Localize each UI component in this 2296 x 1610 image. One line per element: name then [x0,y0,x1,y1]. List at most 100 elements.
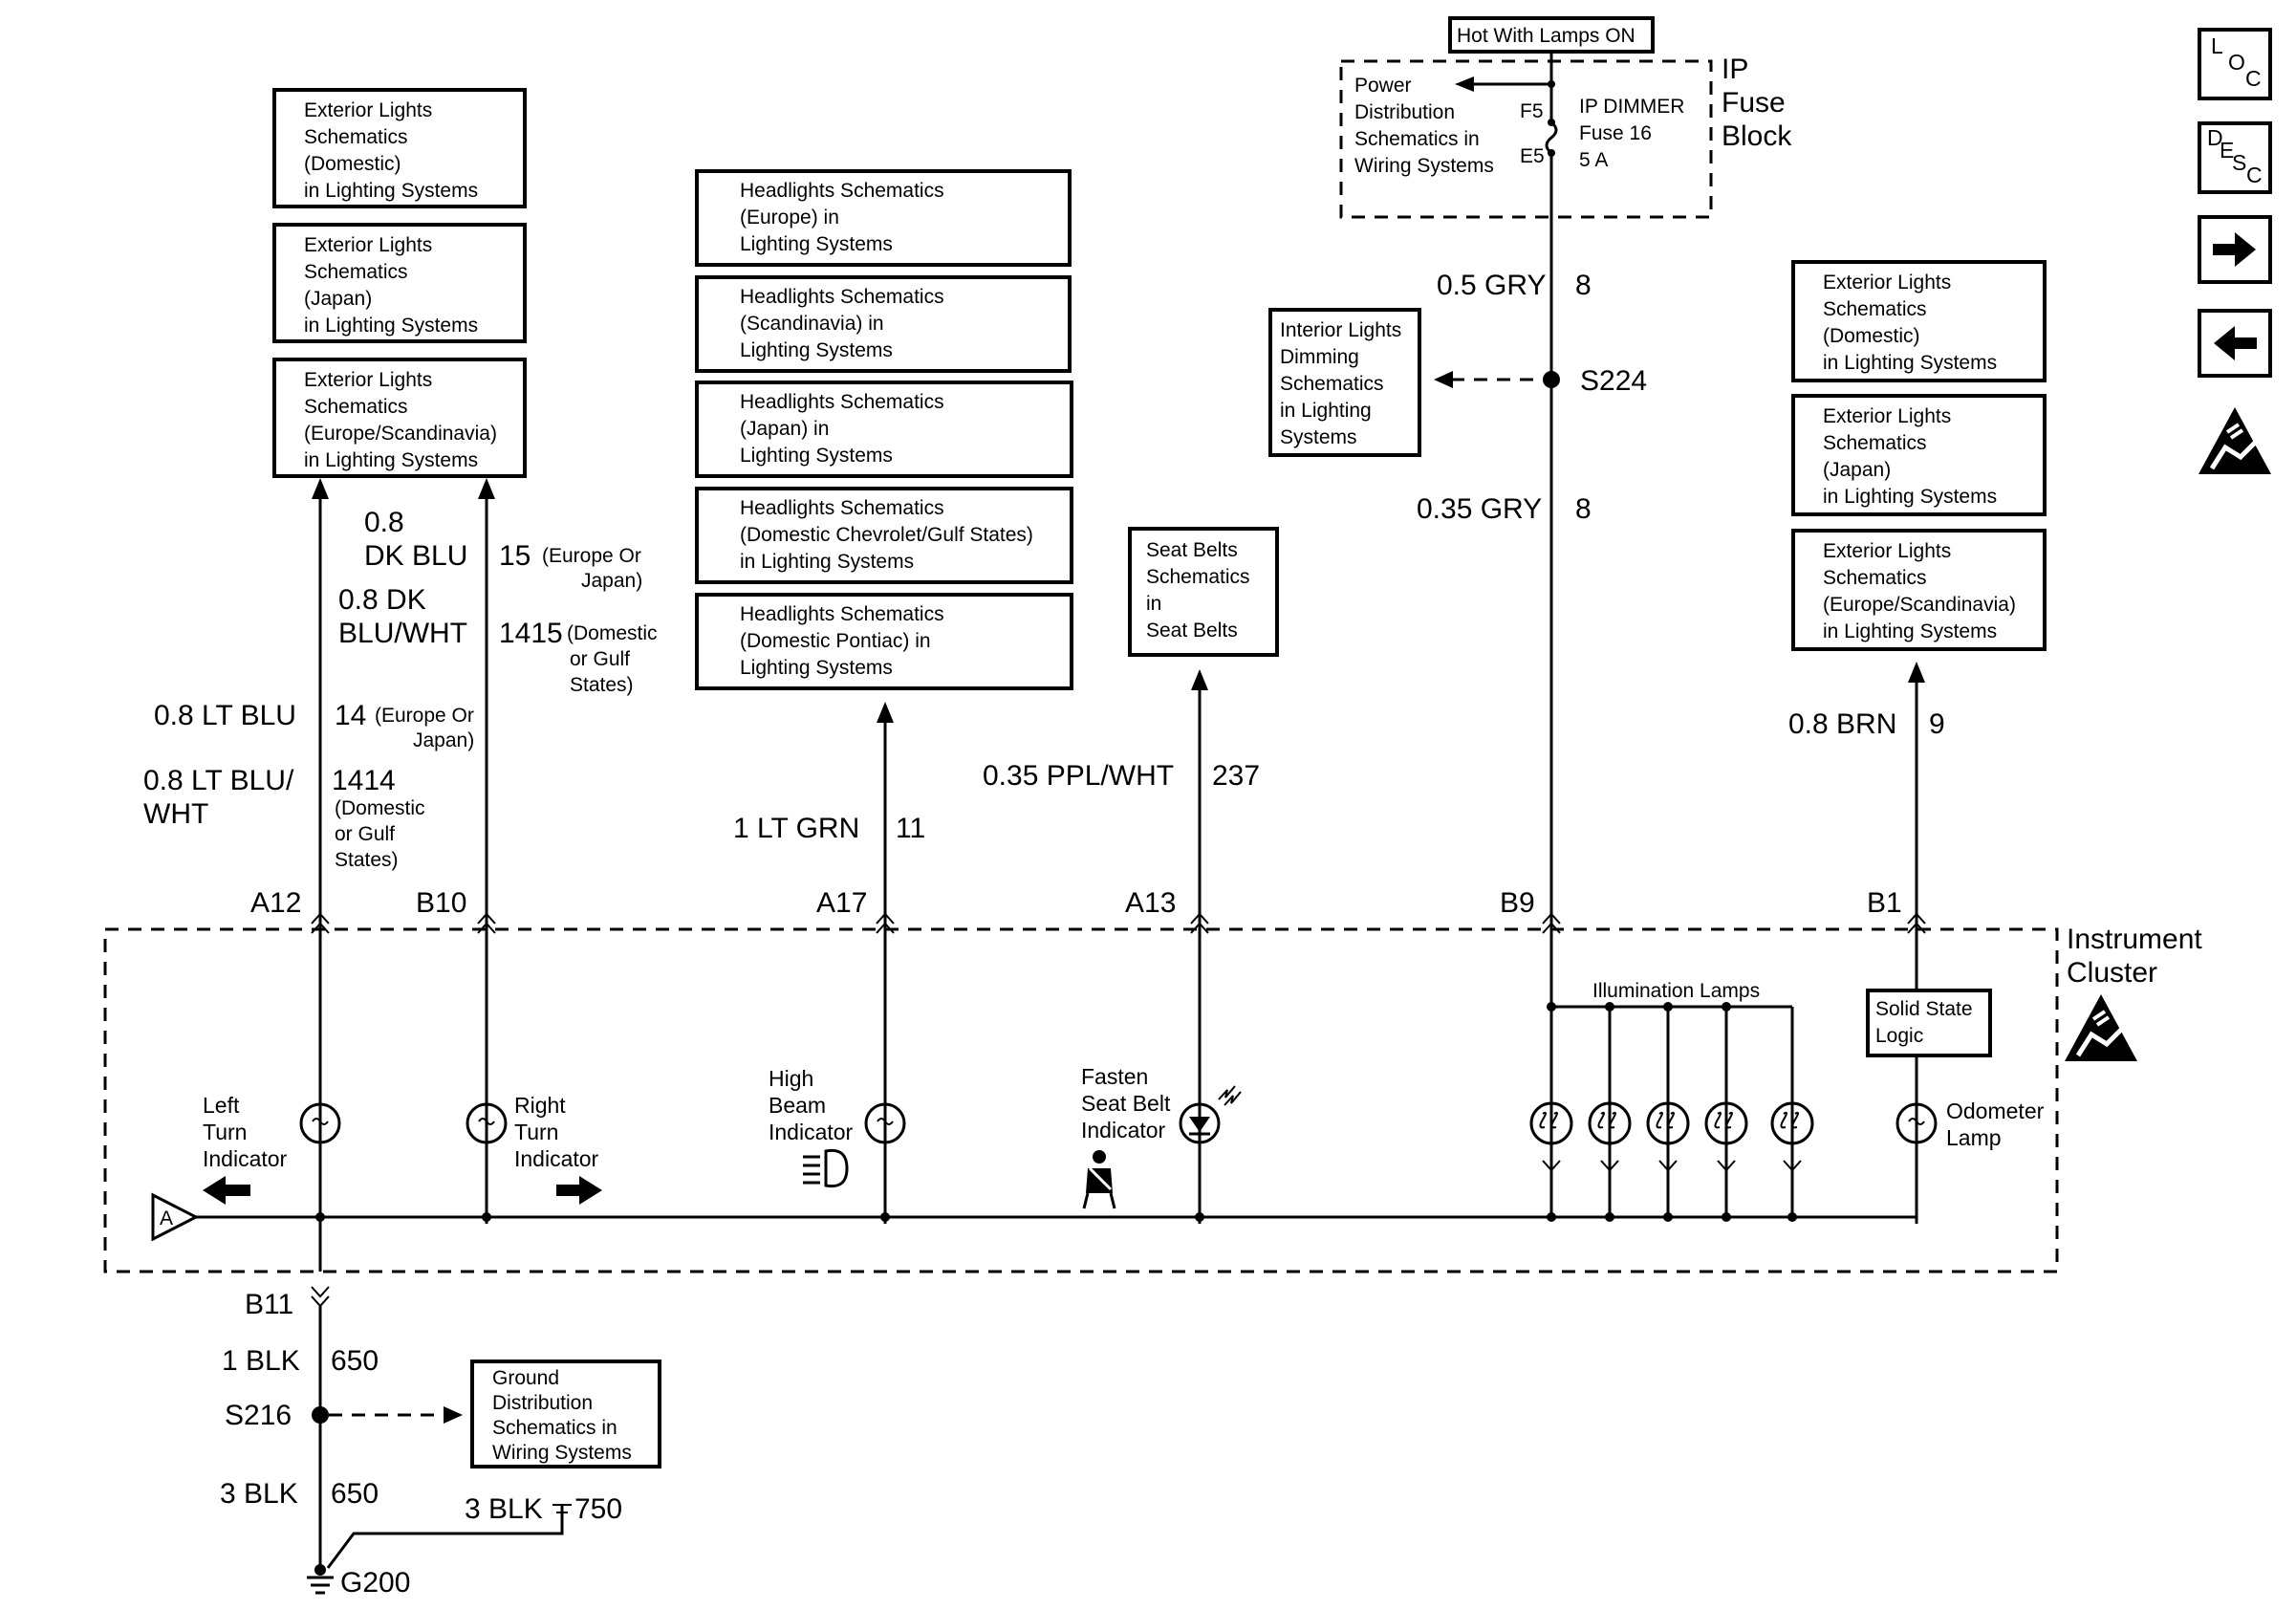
illumination-label: Illumination Lamps [1592,980,1760,1002]
svg-text:(Scandinavia) in: (Scandinavia) in [740,313,884,335]
svg-text:Headlights Schematics: Headlights Schematics [740,391,944,413]
svg-text:Turn: Turn [203,1120,247,1144]
svg-text:WHT: WHT [143,798,208,830]
svg-text:Lighting Systems: Lighting Systems [740,445,893,467]
headlight-box-1-line-3: Lighting Systems [740,233,893,255]
svg-text:Lighting Systems: Lighting Systems [740,339,893,361]
headlight-boxes: Headlights Schematics (Europe) in Lighti… [695,169,1073,690]
svg-text:Block: Block [1722,120,1792,152]
svg-text:Left: Left [203,1093,240,1118]
seat-belt-label-1: Fasten [1081,1064,1148,1089]
right-exterior-boxes: Exterior Lights Schematics (Domestic) in… [1788,260,2047,1224]
svg-text:(Europe) in: (Europe) in [740,207,839,228]
solid-state-label-1: Solid State [1875,998,1973,1020]
circuit-14-note-2: Japan) [413,729,474,751]
fuse-rating: 5 A [1579,149,1608,171]
svg-text:DK BLU: DK BLU [364,540,467,572]
seat-belt-person-icon [1082,1150,1116,1209]
circuit-9: 9 [1929,708,1945,740]
circuit-8-lower: 8 [1575,493,1592,525]
next-page-button[interactable] [2198,215,2272,284]
fuse-block-title-3: Block [1722,120,1792,152]
power-arrow-icon [1455,76,1474,92]
svg-text:(Europe Or: (Europe Or [542,545,641,567]
svg-text:Indicator: Indicator [514,1146,599,1171]
loc-button[interactable]: L O C [2198,28,2272,100]
fuse-number: Fuse 16 [1579,122,1652,144]
svg-text:in Lighting Systems: in Lighting Systems [304,449,478,471]
svg-text:Instrument: Instrument [2067,924,2202,955]
svg-text:Wiring Systems: Wiring Systems [1354,155,1494,177]
headlight-box-3-line-2: (Japan) in [740,418,829,440]
svg-text:Exterior Lights: Exterior Lights [1823,540,1951,562]
desc-letter-s: S [2232,150,2246,175]
svg-text:in Lighting: in Lighting [1280,400,1372,422]
headlight-box-3-line-1: Headlights Schematics [740,391,944,413]
svg-text:High: High [769,1066,813,1091]
desc-button[interactable]: D E S C [2198,121,2272,194]
circuit-750: 750 [574,1493,622,1525]
left-turn-label-2: Turn [203,1120,247,1144]
svg-text:Headlights Schematics: Headlights Schematics [740,180,944,202]
connector-a17: A17 [816,887,867,919]
svg-text:Wiring Systems: Wiring Systems [492,1442,632,1464]
left-box-2-line-4: in Lighting Systems [304,315,478,337]
svg-text:Schematics: Schematics [1823,432,1927,454]
right-box-2-line-1: Exterior Lights [1823,405,1951,427]
left-turn-label-3: Indicator [203,1146,288,1171]
svg-text:in Lighting Systems: in Lighting Systems [740,551,914,573]
seat-belts-box-line-1: Seat Belts [1146,539,1238,561]
svg-text:Seat Belts: Seat Belts [1146,620,1238,642]
loc-letter-l: L [2211,33,2223,58]
svg-text:Cluster: Cluster [2067,957,2157,989]
left-box-2-line-1: Exterior Lights [304,234,432,256]
solid-state-label-2: Logic [1875,1025,1923,1047]
cluster-esd-icon [2065,994,2137,1061]
svg-text:Lighting Systems: Lighting Systems [740,233,893,255]
splice-s224-dot [1543,371,1560,388]
svg-text:Exterior Lights: Exterior Lights [304,99,432,121]
svg-text:Right: Right [514,1093,566,1118]
fuse-block-title-2: Fuse [1722,87,1786,119]
interior-dimming-3: Schematics [1280,373,1384,395]
wire-dk-blu-wht-2: BLU/WHT [338,618,467,649]
right-arrow-icon [2213,232,2256,267]
connector-a13: A13 [1125,887,1176,919]
svg-text:Ground: Ground [492,1367,559,1389]
headlight-box-1-line-2: (Europe) in [740,207,839,228]
circuit-14-note-1: (Europe Or [375,705,474,727]
svg-text:Seat Belt: Seat Belt [1081,1091,1171,1116]
right-box-3-line-2: Schematics [1823,567,1927,589]
fuse-name: IP DIMMER [1579,96,1684,118]
ip-fuse-block: Hot With Lamps ON Power Distribution Sch… [1339,16,1792,219]
left-box-3-line-3: (Europe/Scandinavia) [304,423,497,445]
desc-letter-c: C [2246,163,2263,187]
svg-text:(Europe Or: (Europe Or [375,705,474,727]
wire-lt-blu: 0.8 LT BLU [154,700,296,731]
headlight-box-2-line-3: Lighting Systems [740,339,893,361]
svg-text:in: in [1146,593,1161,615]
svg-text:States): States) [570,674,634,696]
connector-b11: B11 [245,1289,293,1320]
circuit-1415-note-1: (Domestic [567,622,658,644]
svg-text:in Lighting Systems: in Lighting Systems [1823,352,1997,374]
ground-symbol-icon [307,1576,334,1595]
svg-text:Lighting Systems: Lighting Systems [740,657,893,679]
previous-page-button[interactable] [2198,309,2272,378]
svg-text:Solid State: Solid State [1875,998,1973,1020]
circuit-650-lower: 650 [331,1478,379,1510]
wire-ppl-wht: 0.35 PPL/WHT [983,760,1174,792]
svg-text:Logic: Logic [1875,1025,1923,1047]
svg-text:Systems: Systems [1280,426,1357,448]
high-beam-label-2: Beam [769,1093,826,1118]
connector-b1: B1 [1867,887,1902,919]
svg-text:Turn: Turn [514,1120,558,1144]
svg-text:IP DIMMER: IP DIMMER [1579,96,1684,118]
splice-s216-dot [312,1406,329,1424]
headlight-box-5-line-3: Lighting Systems [740,657,893,679]
svg-text:Headlights Schematics: Headlights Schematics [740,497,944,519]
power-distribution-line-2: Distribution [1354,101,1455,123]
svg-text:Power: Power [1354,75,1412,97]
wire-dk-blu-1: 0.8 [364,507,404,538]
circuit-14: 14 [335,700,366,731]
